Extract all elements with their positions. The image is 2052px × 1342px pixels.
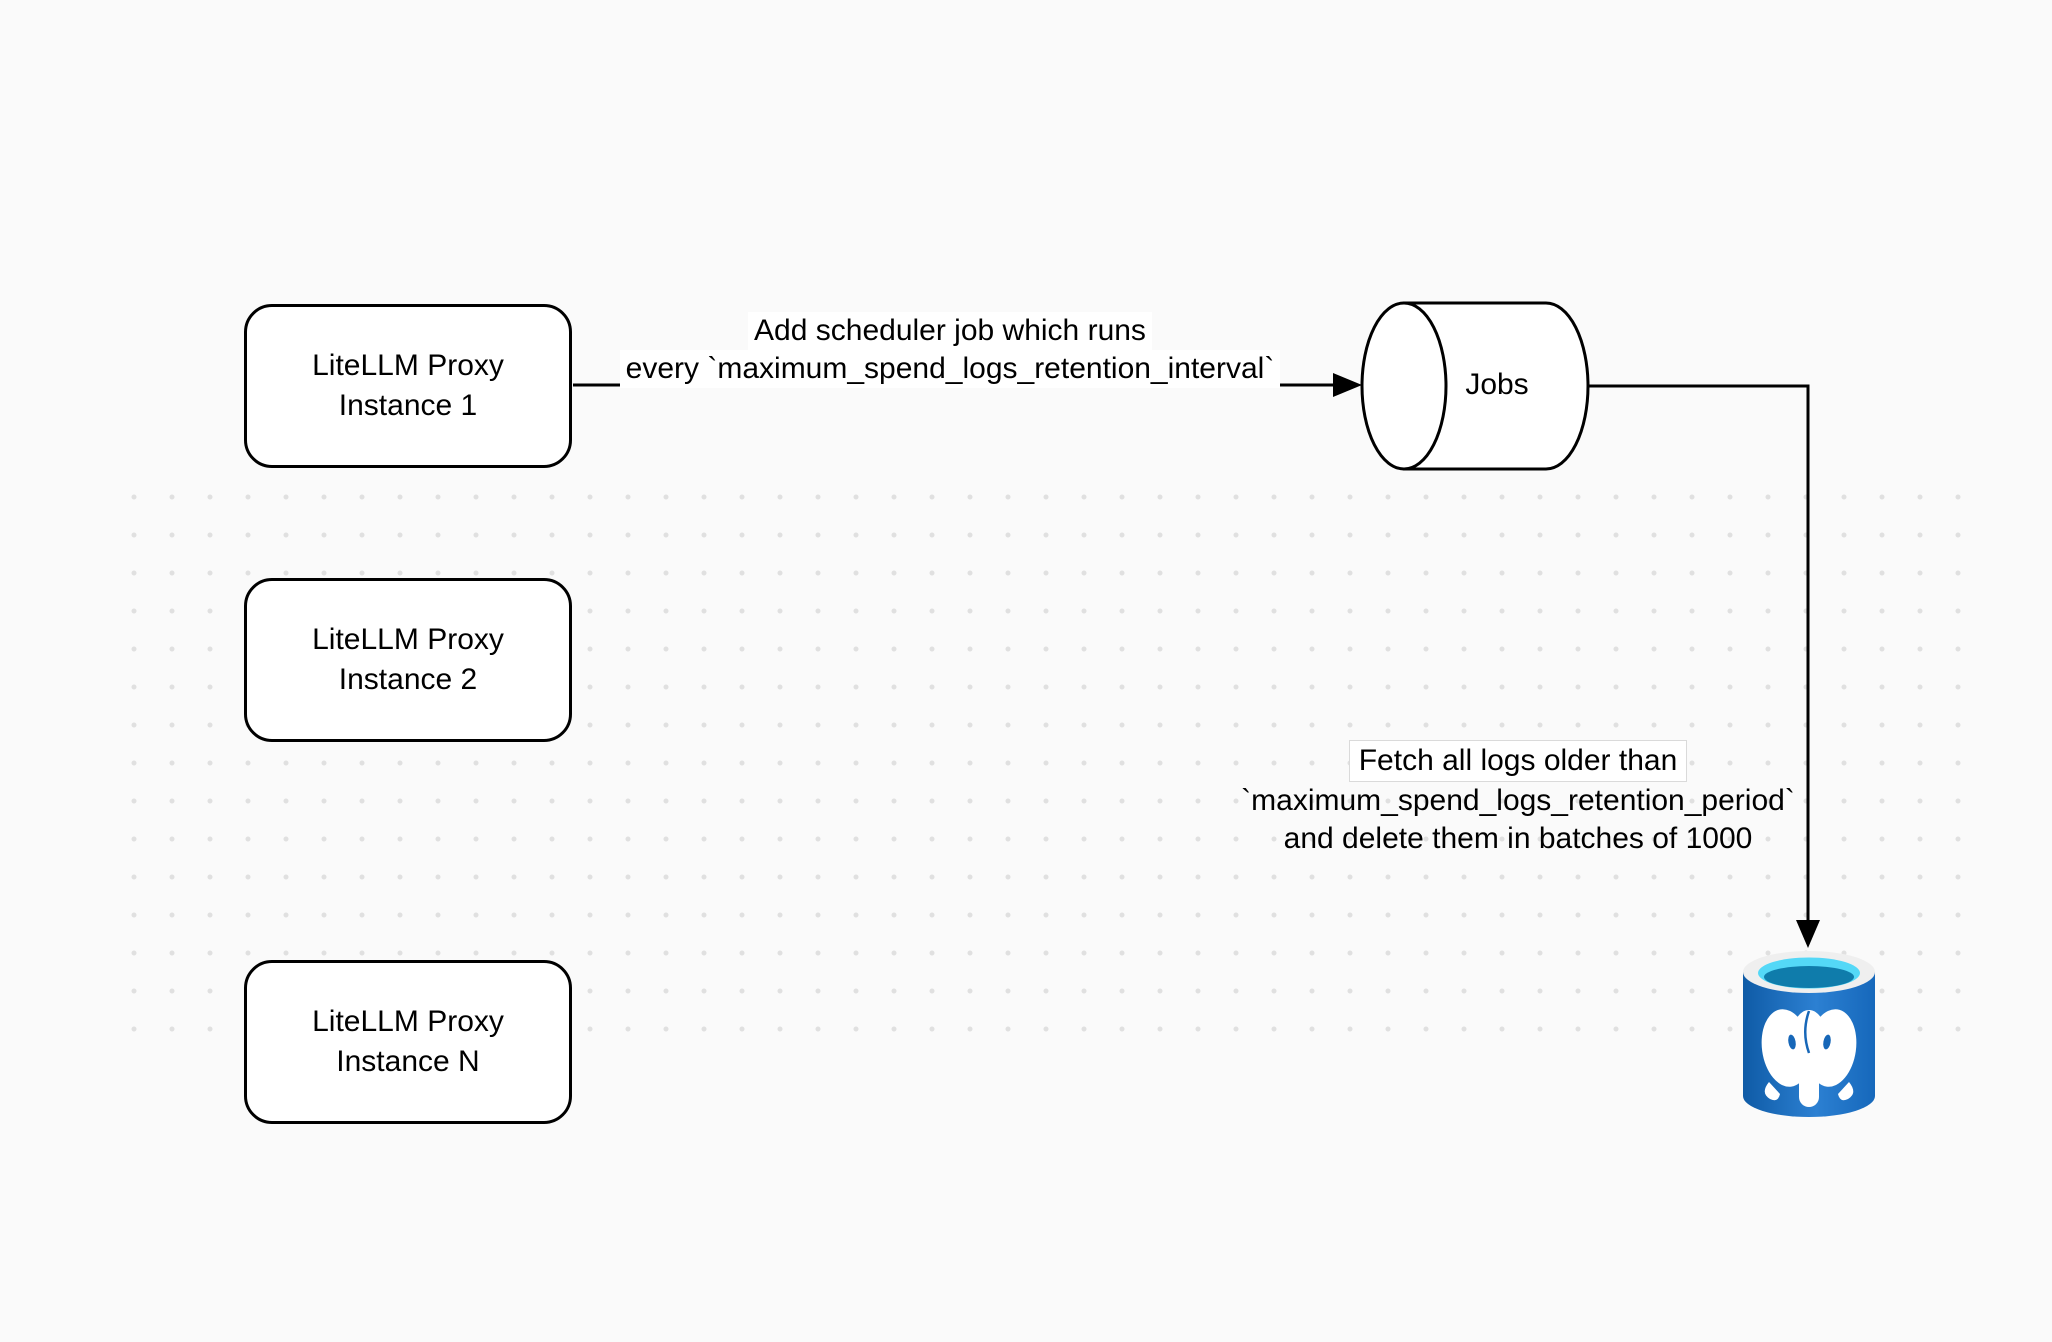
edge-label-line: Fetch all logs older than — [1348, 740, 1688, 782]
edge-label-line: and delete them in batches of 1000 — [1283, 822, 1753, 855]
node-label-line: LiteLLM Proxy — [312, 349, 504, 382]
node-litellm-proxy-instance-n: LiteLLM Proxy Instance N — [244, 960, 572, 1124]
node-label-line: Instance 2 — [338, 663, 478, 696]
node-jobs-queue — [1360, 301, 1590, 471]
node-litellm-proxy-instance-1: LiteLLM Proxy Instance 1 — [244, 304, 572, 468]
edge-fetch-arrow — [1588, 384, 1820, 948]
edge-label-line: every `maximum_spend_logs_retention_inte… — [619, 350, 1281, 388]
node-label-line: LiteLLM Proxy — [312, 1005, 504, 1038]
postgres-elephant-glyph — [1761, 1009, 1857, 1107]
postgresql-icon — [1743, 951, 1875, 1117]
node-label-line: Instance N — [336, 1045, 480, 1078]
edge-label-scheduler: Add scheduler job which runs every `maxi… — [560, 312, 1340, 388]
node-label-line: LiteLLM Proxy — [312, 623, 504, 656]
edge-label-fetch: Fetch all logs older than `maximum_spend… — [1148, 740, 1888, 858]
node-label-line: Instance 1 — [338, 389, 478, 422]
edge-label-line: Add scheduler job which runs — [748, 312, 1152, 350]
arrowhead-down-icon — [1796, 920, 1820, 948]
node-litellm-proxy-instance-2: LiteLLM Proxy Instance 2 — [244, 578, 572, 742]
jobs-queue-label: Jobs — [1465, 368, 1529, 401]
edge-label-line: `maximum_spend_logs_retention_period` — [1241, 784, 1795, 817]
arrowhead-right-icon — [1333, 373, 1362, 397]
